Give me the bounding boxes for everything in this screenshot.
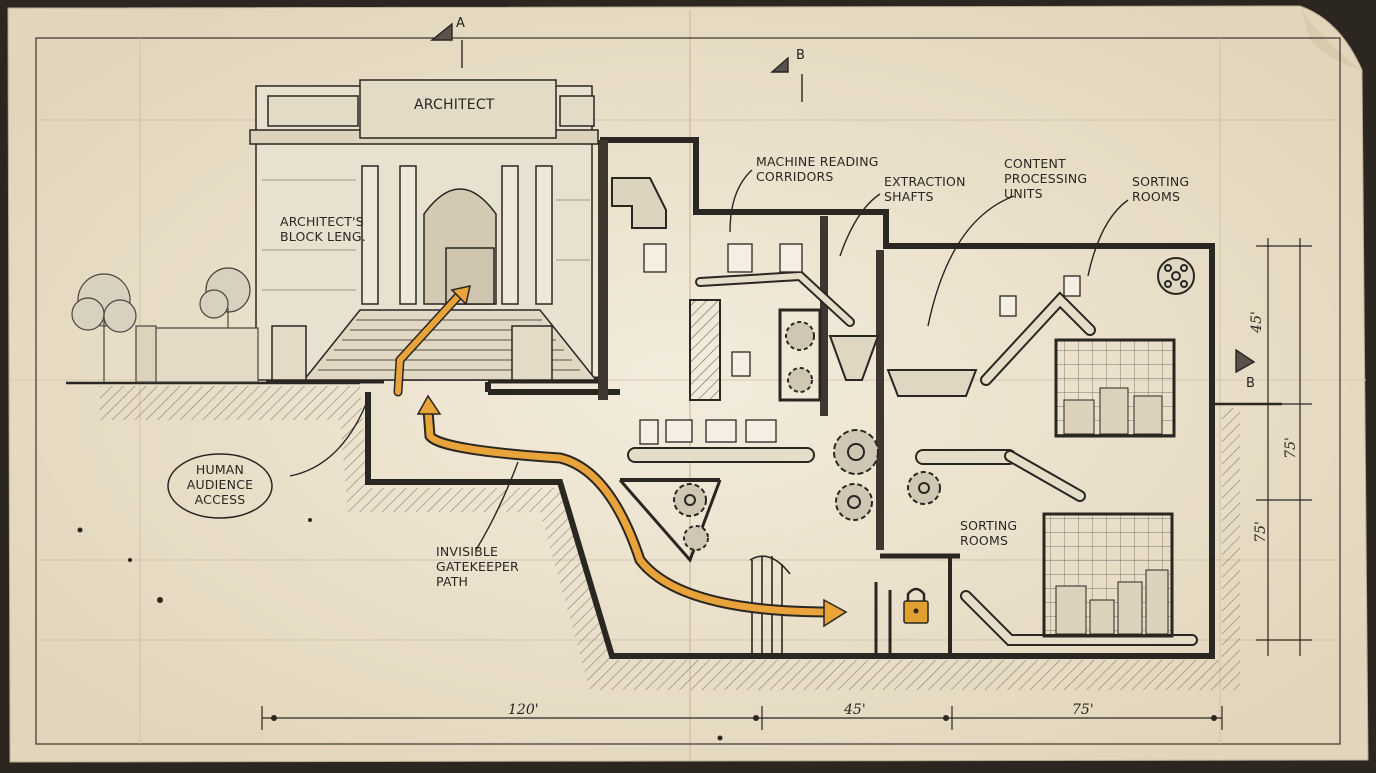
sorting-rooms-top-label: SORTING ROOMS	[1132, 174, 1189, 204]
section-mark-b-right: B	[1246, 376, 1255, 391]
content-line-1: CONTENT	[1004, 156, 1066, 171]
invisible-gatekeeper-path-label: INVISIBLE GATEKEEPER PATH	[436, 544, 519, 589]
block-length-line-2: BLOCK LENG.	[280, 229, 366, 244]
sorting-mid-line-1: SORTING	[960, 518, 1018, 533]
dimension-right-75-upper: 75'	[1282, 437, 1299, 459]
dimension-bottom-120: 120'	[508, 702, 539, 718]
dimension-right-45: 45'	[1248, 311, 1265, 333]
sorting-top-line-2: ROOMS	[1132, 189, 1181, 204]
extraction-shafts-label: EXTRACTION SHAFTS	[884, 174, 966, 204]
lock-icon	[903, 587, 929, 624]
extraction-line-1: EXTRACTION	[884, 174, 966, 189]
sorting-top-line-1: SORTING	[1132, 174, 1190, 189]
machine-reading-line-2: CORRIDORS	[756, 169, 834, 184]
dimension-bottom-75: 75'	[1072, 702, 1094, 718]
architect-label: ARCHITECT	[414, 97, 495, 113]
machine-reading-corridors-label: MACHINE READING CORRIDORS	[756, 154, 879, 184]
human-line-1: HUMAN	[195, 462, 245, 477]
section-marker-icon	[430, 22, 1256, 374]
content-processing-units-label: CONTENT PROCESSING UNITS	[1004, 156, 1087, 201]
block-length-line-1: ARCHITECT'S	[280, 214, 364, 229]
gatekeeper-line-2: GATEKEEPER	[436, 559, 519, 574]
content-line-3: UNITS	[1004, 186, 1043, 201]
gatekeeper-line-1: INVISIBLE	[436, 544, 499, 559]
gear-icon	[673, 321, 941, 551]
dimension-right-75-lower: 75'	[1252, 521, 1269, 543]
sorting-mid-line-2: ROOMS	[960, 533, 1009, 548]
human-audience-access-label: HUMAN AUDIENCE ACCESS	[180, 462, 260, 507]
human-line-3: ACCESS	[194, 492, 246, 507]
machine-reading-line-1: MACHINE READING	[756, 154, 879, 169]
film-reel-icon	[1157, 257, 1195, 295]
sorting-rooms-mid-label: SORTING ROOMS	[960, 518, 1017, 548]
content-line-2: PROCESSING	[1004, 171, 1088, 186]
dimension-bottom-45: 45'	[844, 702, 866, 718]
human-line-2: AUDIENCE	[186, 477, 254, 492]
gatekeeper-line-3: PATH	[436, 574, 469, 589]
section-mark-a: A	[456, 16, 465, 31]
museum-building	[249, 79, 599, 381]
document-icon	[639, 243, 1081, 445]
block-length-label: ARCHITECT'S BLOCK LENG.	[280, 214, 366, 244]
extraction-line-2: SHAFTS	[884, 189, 934, 204]
section-mark-b-top: B	[796, 48, 805, 63]
